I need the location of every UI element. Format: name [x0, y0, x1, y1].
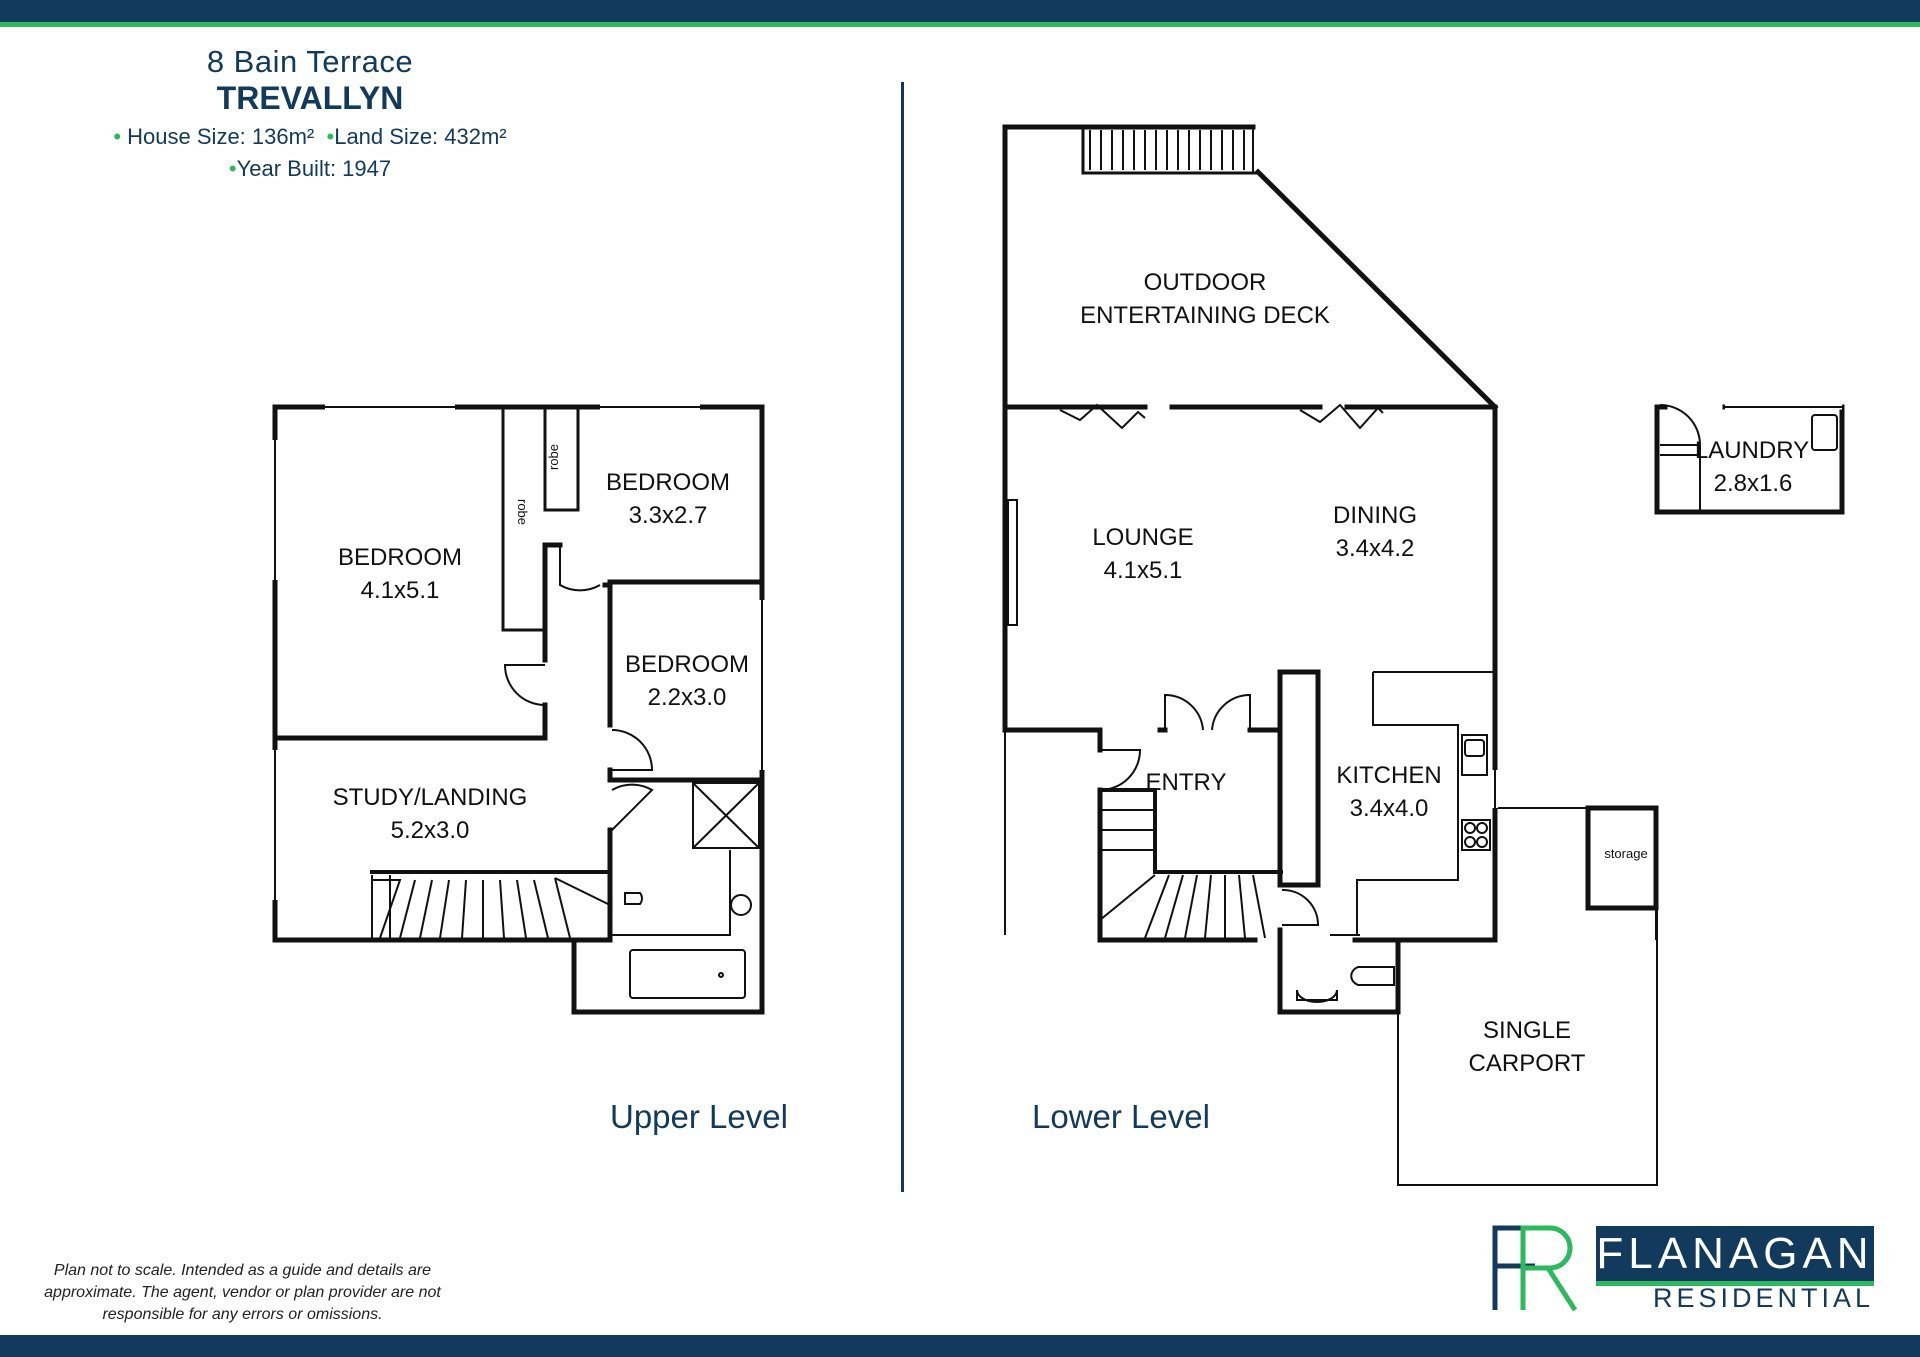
bedroom-1-label: BEDROOM [338, 544, 462, 571]
kitchen-label: KITCHEN [1336, 762, 1441, 789]
bullet-icon: • [113, 124, 122, 149]
property-header: 8 Bain Terrace TREVALLYN • House Size: 1… [60, 44, 560, 185]
lower-level-fixtures [1004, 127, 1842, 1186]
lounge-label: LOUNGE [1092, 524, 1193, 551]
storage-label: storage [1604, 846, 1647, 861]
dining-size: 3.4x4.2 [1336, 535, 1415, 562]
bottom-bar [0, 1335, 1920, 1357]
property-meta: • House Size: 136m² •Land Size: 432m² •Y… [60, 121, 560, 185]
entry-label: ENTRY [1146, 769, 1227, 796]
bullet-icon: • [228, 156, 237, 181]
level-divider [901, 82, 904, 1192]
bullet-icon: • [326, 124, 335, 149]
bedroom-3-size: 2.2x3.0 [648, 684, 727, 711]
lounge-size: 4.1x5.1 [1104, 557, 1183, 584]
suburb: TREVALLYN [216, 80, 404, 116]
house-size: House Size: 136m² [127, 124, 315, 149]
robe-label-1: robe [515, 499, 530, 525]
address: 8 Bain Terrace [206, 44, 414, 79]
robe-label-2: robe [546, 444, 561, 470]
study-size: 5.2x3.0 [391, 817, 470, 844]
disclaimer: Plan not to scale. Intended as a guide a… [44, 1262, 441, 1323]
lower-level-label: Lower Level [1032, 1098, 1210, 1135]
carport-label-1: SINGLE [1483, 1017, 1571, 1044]
brand-name: FLANAGAN [1596, 1226, 1874, 1286]
bedroom-1-size: 4.1x5.1 [361, 577, 440, 604]
kitchen-size: 3.4x4.0 [1350, 795, 1429, 822]
top-accent-line [0, 22, 1920, 27]
deck-label-2: ENTERTAINING DECK [1080, 302, 1330, 329]
laundry-label: LAUNDRY [1695, 437, 1809, 464]
upper-level-walls [272, 404, 765, 1015]
bedroom-3-label: BEDROOM [625, 651, 749, 678]
bedroom-2-label: BEDROOM [606, 469, 730, 496]
fr-logo-icon [1492, 1225, 1578, 1312]
laundry-size: 2.8x1.6 [1714, 470, 1793, 497]
year-built: Year Built: 1947 [236, 156, 392, 181]
carport-label-2: CARPORT [1469, 1050, 1586, 1077]
upper-level-fixtures [272, 404, 765, 999]
brand-sub: RESIDENTIAL [1652, 1283, 1874, 1313]
dining-label: DINING [1333, 502, 1417, 529]
land-size: Land Size: 432m² [334, 124, 507, 149]
upper-level-label: Upper Level [610, 1098, 788, 1135]
top-bar [0, 0, 1920, 22]
study-label: STUDY/LANDING [333, 784, 528, 811]
deck-label-1: OUTDOOR [1144, 269, 1267, 296]
bedroom-2-size: 3.3x2.7 [629, 502, 708, 529]
